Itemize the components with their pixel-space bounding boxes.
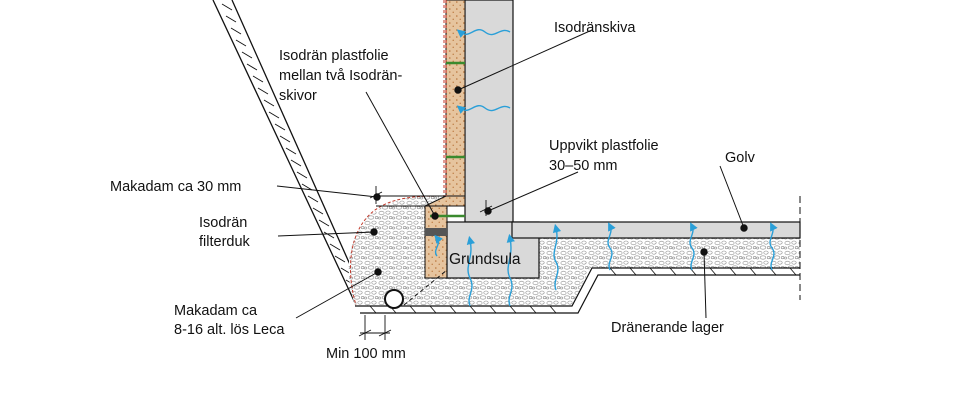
- label-makadam-leca-2: 8-16 alt. lös Leca: [174, 322, 285, 338]
- floor-slab: [511, 221, 801, 239]
- isodran-board-step: [424, 195, 466, 207]
- label-makadam-leca-1: Makadam ca: [174, 303, 258, 319]
- dark-strip: [425, 228, 447, 236]
- label-uppvikt-2: 30–50 mm: [549, 158, 618, 174]
- drain-pipe: [384, 289, 404, 309]
- water-flow-arrows: [434, 29, 778, 307]
- label-filterduk-1: Isodrän: [199, 215, 247, 231]
- leader-lines: [276, 29, 748, 319]
- under-floor-gravel: [540, 238, 800, 306]
- excavation-slope: [212, 0, 369, 306]
- label-isodranskiva: Isodränskiva: [554, 20, 636, 36]
- label-uppvikt-1: Uppvikt plastfolie: [549, 138, 659, 154]
- filter-boundary: [403, 269, 448, 306]
- isodran-board: [445, 0, 466, 197]
- label-grundsula: Grundsula: [449, 251, 521, 268]
- plastfolie-membrane: [349, 0, 445, 306]
- label-makadam-30: Makadam ca 30 mm: [110, 179, 241, 195]
- label-plastfolie-1: Isodrän plastfolie: [279, 48, 389, 64]
- label-filterduk-2: filterduk: [199, 234, 251, 250]
- label-golv: Golv: [725, 150, 756, 166]
- dimension-marks: [358, 186, 493, 340]
- label-plastfolie-2: mellan två Isodrän-: [279, 68, 402, 84]
- label-plastfolie-3: skivor: [279, 88, 317, 104]
- label-min-100: Min 100 mm: [326, 346, 406, 362]
- concrete-wall: [464, 0, 514, 223]
- label-dranerande-lager: Dränerande lager: [611, 320, 724, 336]
- ground-line: [355, 267, 800, 314]
